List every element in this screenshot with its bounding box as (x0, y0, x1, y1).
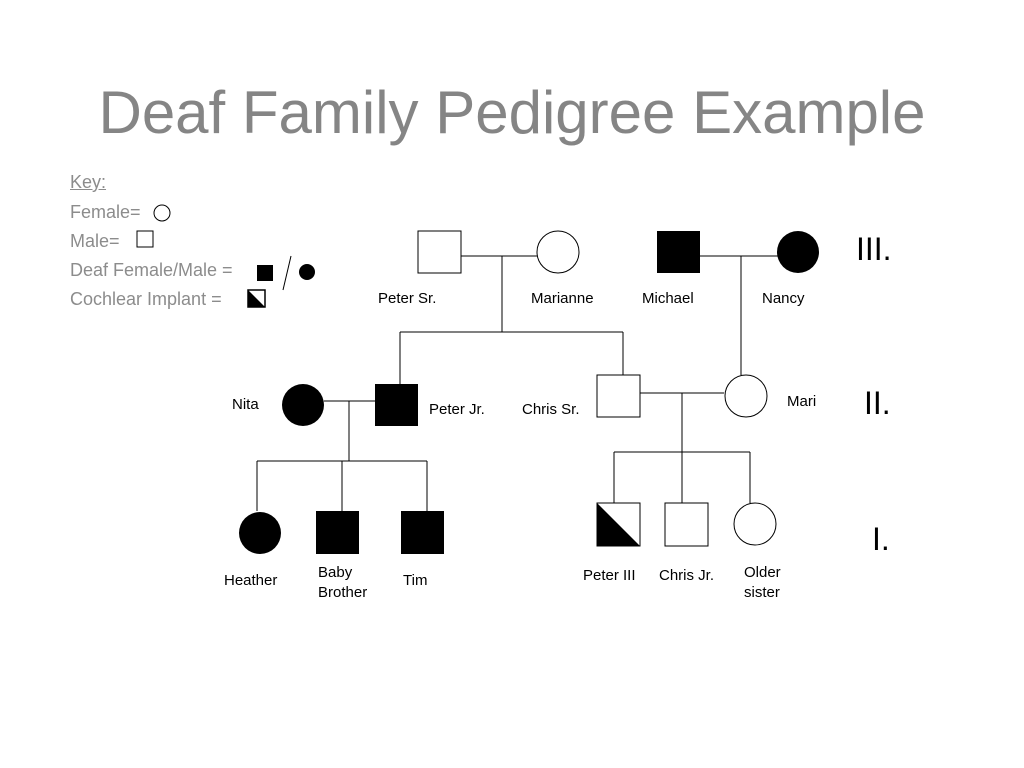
key-cochlear-half-fill (248, 290, 265, 307)
generation-label-iii: III. (856, 231, 892, 267)
person-chris-sr (596, 374, 641, 418)
label-heather: Heather (224, 572, 277, 589)
person-heather (239, 512, 281, 554)
label-older-sister-line1: Older (744, 564, 781, 581)
key-deaf-female-icon (299, 264, 315, 280)
key-deaf-male-icon (257, 265, 273, 281)
label-baby-brother-line2: Brother (318, 584, 367, 601)
label-michael: Michael (642, 290, 694, 307)
person-peter-sr (417, 230, 462, 274)
key-female-label: Female= (70, 202, 141, 222)
page-title: Deaf Family Pedigree Example (98, 79, 926, 146)
key-male-label: Male= (70, 231, 120, 251)
person-baby-brother (316, 511, 359, 554)
label-nita: Nita (232, 396, 259, 413)
key-heading: Key: (70, 172, 107, 192)
generation-label-i: I. (872, 521, 890, 557)
label-marianne: Marianne (531, 290, 594, 307)
person-mari (724, 374, 768, 418)
person-nancy (777, 231, 819, 273)
label-peter-sr: Peter Sr. (378, 290, 436, 307)
person-michael (657, 231, 700, 273)
label-peter-iii: Peter III (583, 567, 636, 584)
label-older-sister-line2: sister (744, 584, 780, 601)
person-tim (401, 511, 444, 554)
person-chris-jr (664, 502, 709, 547)
pedigree-lines (256, 255, 778, 511)
label-baby-brother-line1: Baby (318, 564, 353, 581)
label-peter-jr: Peter Jr. (429, 401, 485, 418)
key-deaf-label: Deaf Female/Male = (70, 260, 233, 280)
generation-label-ii: II. (864, 385, 891, 421)
key-cochlear-label: Cochlear Implant = (70, 289, 222, 309)
key-male-square-icon (136, 230, 154, 248)
peter-iii-cochlear-fill (597, 503, 640, 546)
key-slash-divider (282, 255, 292, 291)
label-chris-jr: Chris Jr. (659, 567, 714, 584)
key-female-circle-icon (153, 204, 171, 222)
person-older-sister (733, 502, 777, 546)
person-marianne (536, 230, 580, 274)
person-nita (282, 384, 324, 426)
label-mari: Mari (787, 393, 816, 410)
label-tim: Tim (403, 572, 427, 589)
person-peter-jr (375, 384, 418, 426)
label-chris-sr: Chris Sr. (522, 401, 580, 418)
label-nancy: Nancy (762, 290, 805, 307)
